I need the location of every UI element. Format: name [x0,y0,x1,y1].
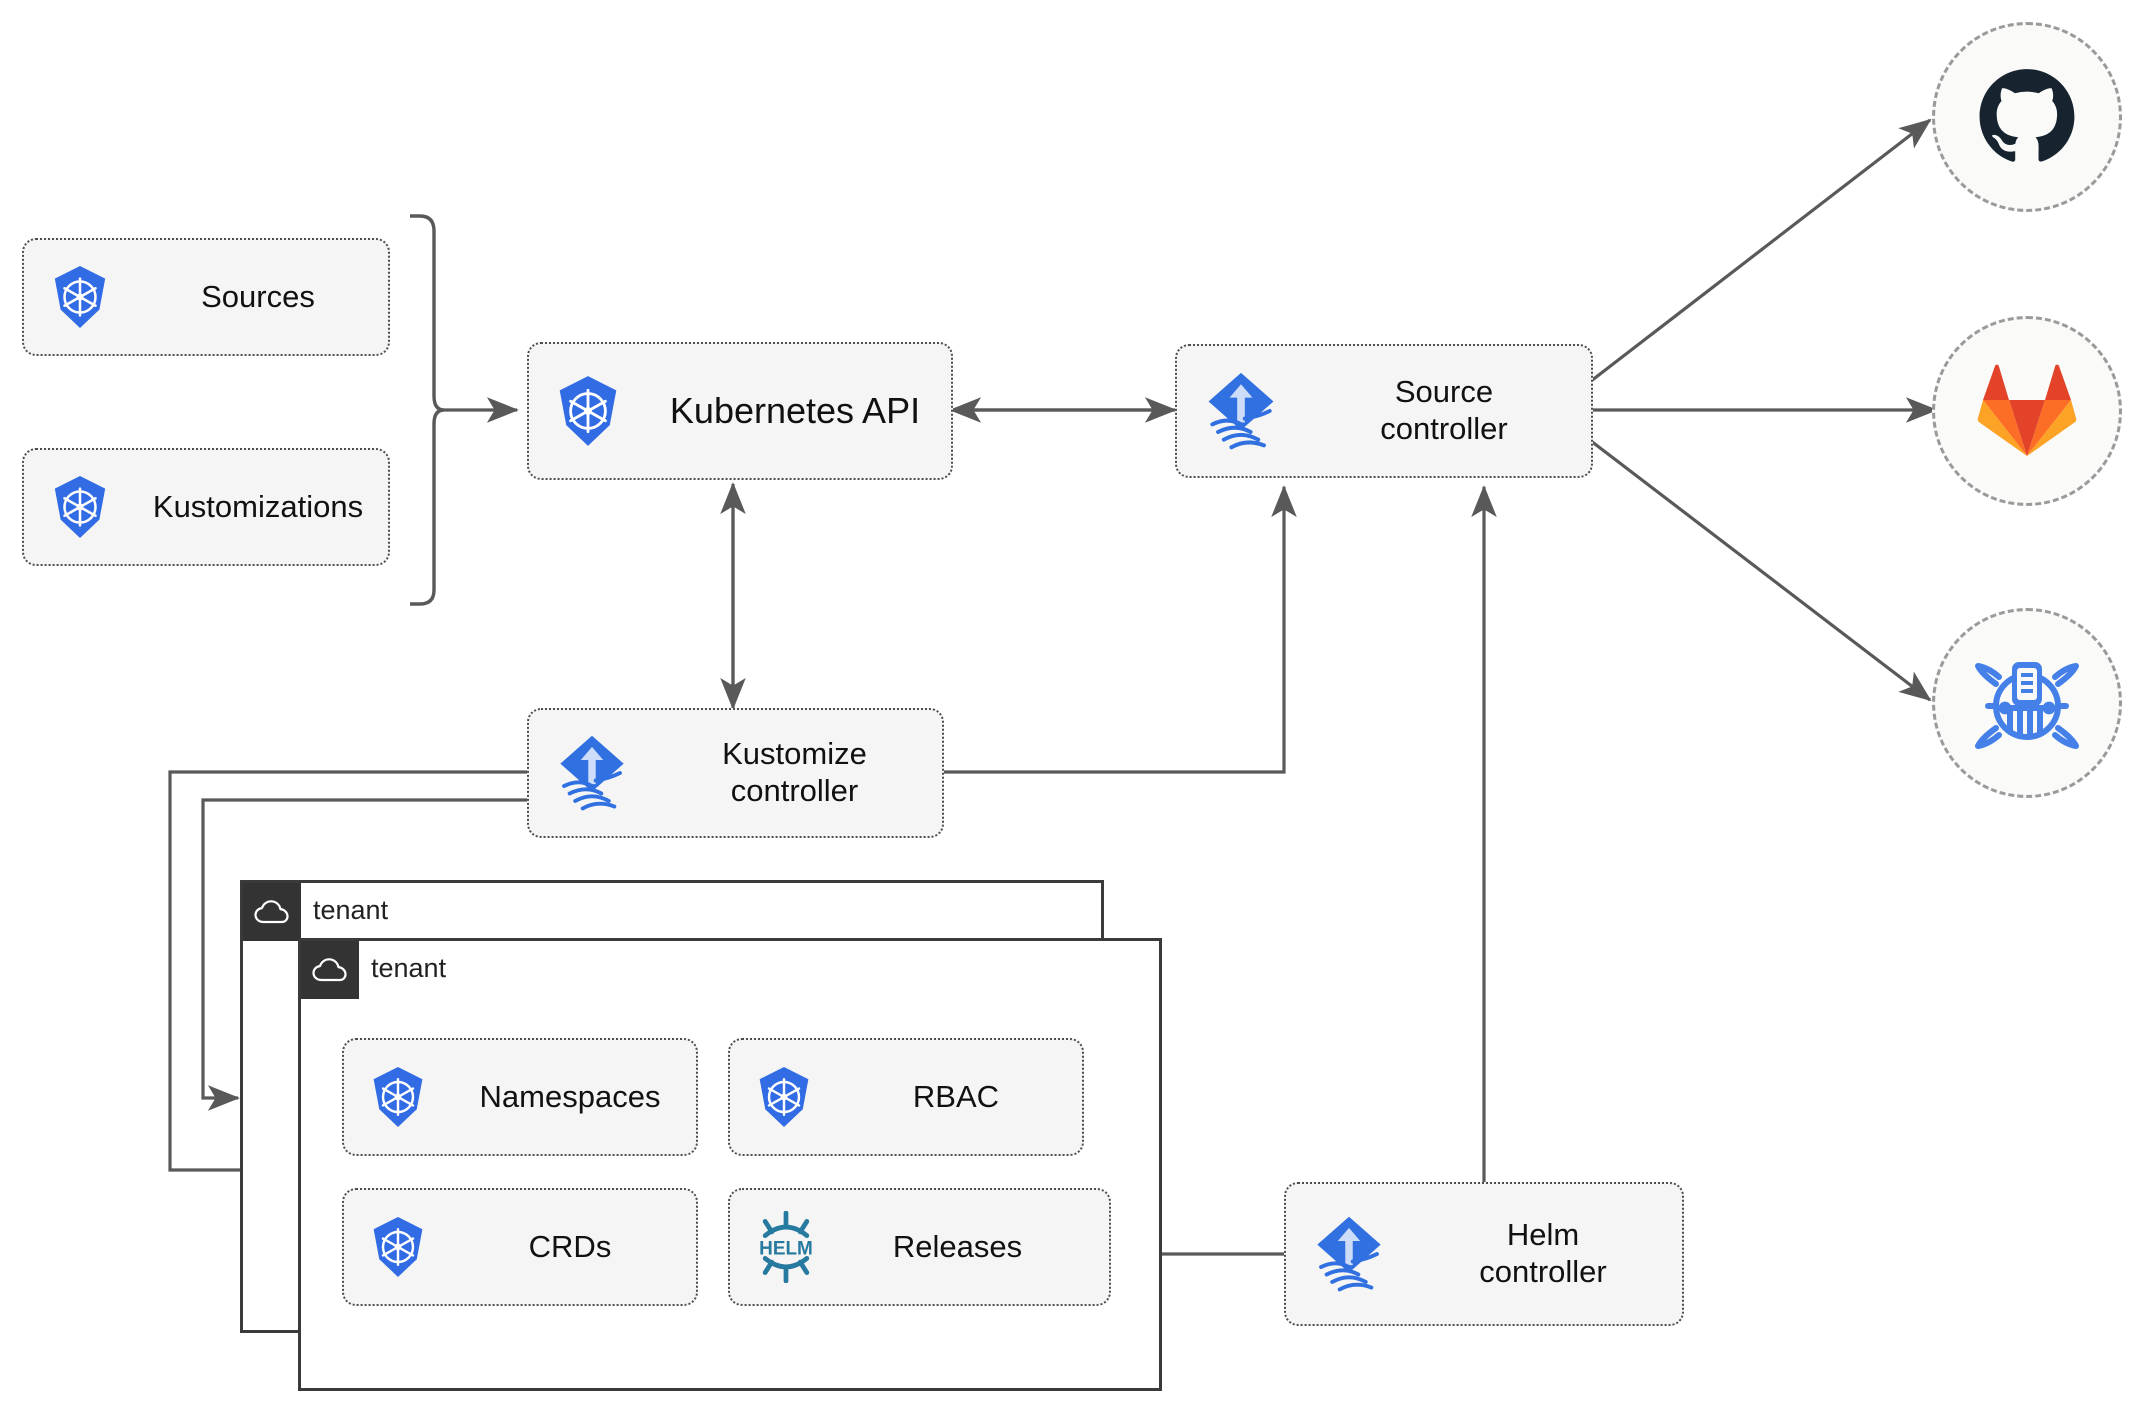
gitlab-icon [1977,364,2077,456]
cloud-icon [243,883,301,941]
node-kustomizations[interactable]: Kustomizations [22,448,390,566]
svg-text:HELM: HELM [759,1239,813,1260]
tenant-outer-label: tenant [313,895,389,925]
node-kustomize-controller[interactable]: Kustomize controller [527,708,944,838]
cloud-icon [301,941,359,999]
kubernetes-icon [24,474,136,540]
node-helm-controller[interactable]: Helm controller [1284,1182,1684,1326]
external-github[interactable] [1932,22,2122,212]
node-kubernetes-api[interactable]: Kubernetes API [527,342,953,480]
edge-sourcectrl-to-github [1590,118,1932,383]
node-label: Releases [892,1228,1023,1264]
node-label: Namespaces [479,1078,661,1114]
kubernetes-icon [529,374,647,448]
node-namespaces[interactable]: Namespaces [342,1038,698,1156]
node-rbac[interactable]: RBAC [728,1038,1084,1156]
node-label: Kustomize controller [722,736,867,808]
node-label: RBAC [912,1078,1000,1114]
kubernetes-icon [344,1065,452,1129]
node-releases[interactable]: HELM Releases [728,1188,1111,1306]
node-source-controller[interactable]: Source controller [1175,344,1593,478]
github-icon [1979,69,2075,162]
node-label: CRDs [528,1228,612,1264]
kubernetes-icon [24,264,136,330]
edge-kustomizectrl-to-sourcectrl [944,485,1297,774]
tenant-inner-box: tenant [298,938,1162,1391]
external-gitlab[interactable] [1932,316,2122,506]
node-crds[interactable]: CRDs [342,1188,698,1306]
kubernetes-icon [730,1065,838,1129]
brace-sources [410,214,445,606]
node-sources[interactable]: Sources [22,238,390,356]
node-label: Helm controller [1479,1217,1607,1289]
node-label: Sources [201,278,315,314]
helm-repo-icon [1975,662,2079,749]
node-label: Kubernetes API [669,389,921,431]
edge-sourcectrl-to-helmrepo [1590,439,1932,702]
helm-icon: HELM [730,1211,842,1283]
node-label: Kustomizations [152,488,364,524]
flux-icon [1177,369,1305,453]
kubernetes-icon [344,1215,452,1279]
flux-icon [529,732,655,814]
external-helm-repository[interactable] [1932,608,2122,798]
tenant-inner-label: tenant [371,953,447,983]
node-label: Source controller [1380,374,1508,446]
flux-icon [1286,1213,1412,1295]
